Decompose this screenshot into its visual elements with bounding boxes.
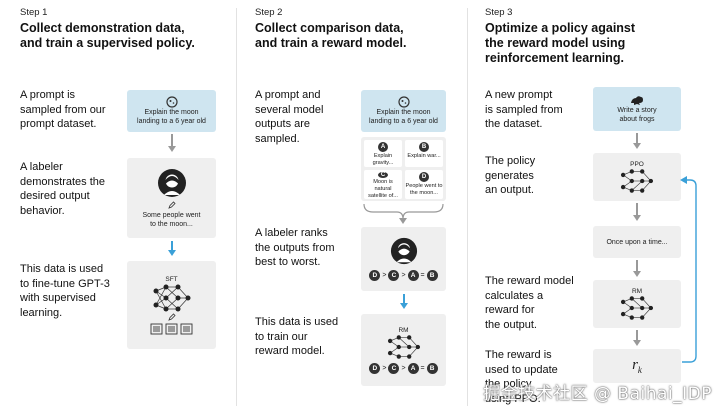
step-2-ranking-card: D> C> A= B <box>361 227 446 291</box>
arrow-head <box>168 146 176 152</box>
step-1-sft-card: SFT <box>127 261 216 349</box>
documents-icon <box>150 323 192 334</box>
step-2-rm-card: RM D> C> A= B <box>361 314 446 386</box>
step-1-label: Step 1 <box>20 7 48 18</box>
column-divider <box>467 8 468 406</box>
arrow-ppo-to-output <box>636 203 638 215</box>
step-2-heading: Collect comparison data,and train a rewa… <box>255 21 407 50</box>
neural-network-icon <box>620 295 654 320</box>
step-3-label: Step 3 <box>485 7 513 18</box>
column-divider <box>236 8 237 406</box>
step-1-heading: Collect demonstration data, and train a … <box>20 21 195 50</box>
step-3-ppo-card: PPO <box>593 153 681 201</box>
pencil-icon <box>167 200 176 209</box>
step-3-rm-card: RM <box>593 280 681 328</box>
step-3-output-card: Once upon a time... <box>593 226 681 258</box>
rm-label: RM <box>631 287 643 295</box>
arrow-head <box>633 271 641 277</box>
arrow-head <box>168 250 176 256</box>
reward-value: rk <box>632 357 642 375</box>
labeler-avatar-icon <box>157 168 186 197</box>
arrow-rm-to-reward <box>636 330 638 340</box>
arrow-prompt-to-ppo <box>636 133 638 143</box>
moon-icon <box>397 96 410 108</box>
arrow-head <box>633 340 641 346</box>
frog-icon <box>631 96 643 105</box>
neural-network-icon <box>387 334 420 359</box>
pencil-icon <box>167 312 176 321</box>
sft-label: SFT <box>165 275 178 283</box>
rm-label: RM <box>398 326 409 334</box>
ranking-order: D> C> A= B <box>369 270 438 281</box>
watermark-text: 掘金技术社区 @ Baihai_IDP <box>483 384 712 404</box>
neural-network-icon <box>620 168 654 193</box>
arrow-rank-to-rm <box>403 294 405 303</box>
step-3-reward-card: rk <box>593 349 681 383</box>
arrow-head <box>400 303 408 309</box>
rm-ranking-order: D> C> A= B <box>369 362 438 374</box>
arrow-prompt-to-labeler <box>171 134 173 146</box>
labeler-avatar-icon <box>390 237 417 265</box>
bracket-connector <box>363 203 444 224</box>
moon-icon <box>165 96 178 108</box>
step-2-label: Step 2 <box>255 7 283 18</box>
feedback-loop-arrow <box>680 176 697 363</box>
arrow-head <box>633 215 641 221</box>
step-1-column: Step 1 Collect demonstration data, and t… <box>0 0 232 414</box>
arrow-output-to-rm <box>636 260 638 271</box>
output-option-a: A Explain gravity... <box>364 140 402 167</box>
arrow-labeler-to-sft <box>171 241 173 250</box>
policy-output-text: Once upon a time... <box>606 238 668 246</box>
neural-network-icon <box>153 284 190 311</box>
step-2-column: Step 2 Collect comparison data,and train… <box>240 0 466 414</box>
ppo-label: PPO <box>630 160 644 168</box>
arrow-head <box>633 143 641 149</box>
output-option-b: B Explain war... <box>405 140 443 167</box>
